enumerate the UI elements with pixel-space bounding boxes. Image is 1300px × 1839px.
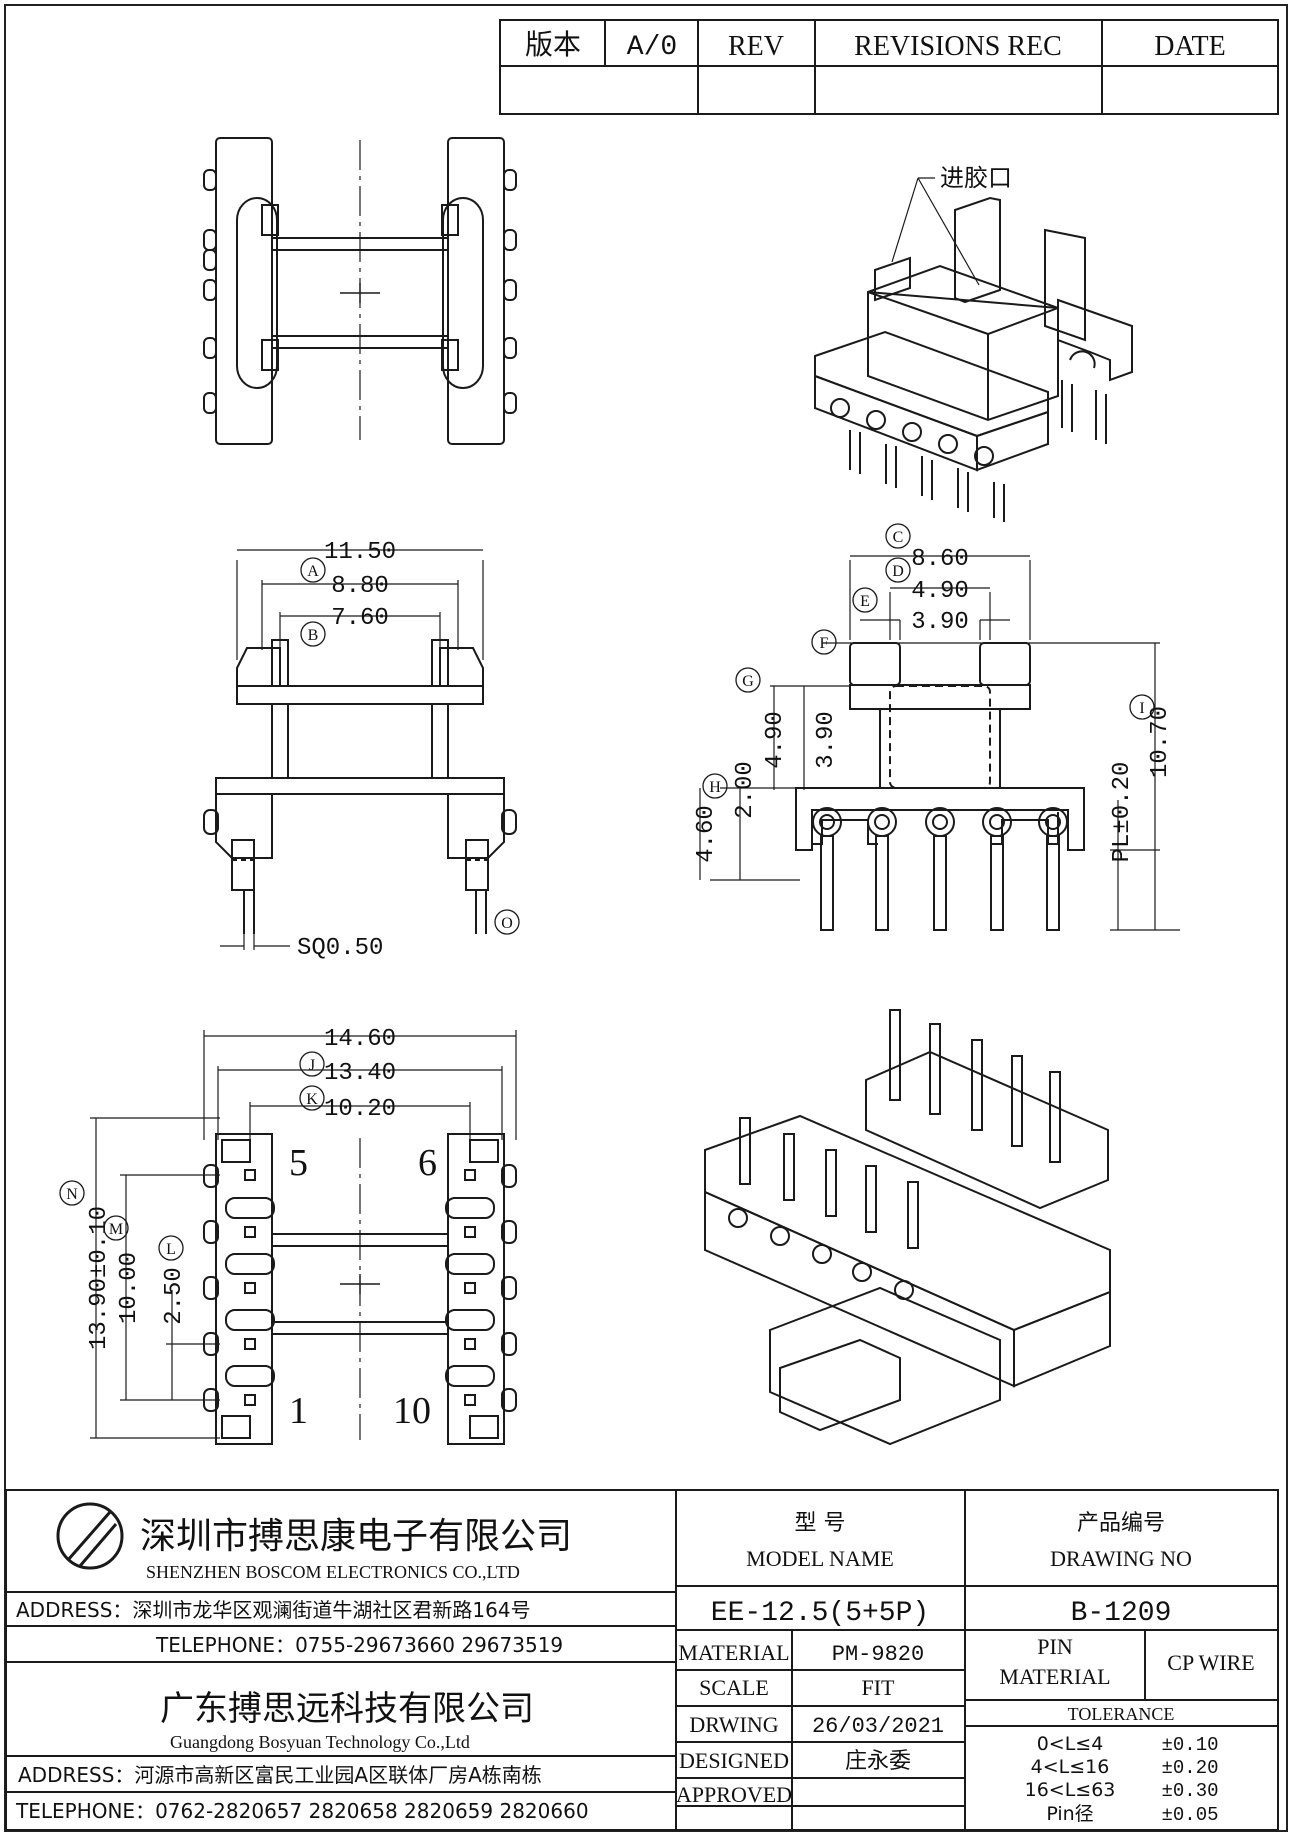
company-telephone-1: TELEPHONE：0755-29673660 29673519 (155, 1633, 563, 1657)
pin-material-label-1: PIN (1037, 1634, 1073, 1659)
company2-name-en: Guangdong Bosyuan Technology Co.,Ltd (170, 1732, 470, 1752)
dim-j: 13.40 (324, 1060, 396, 1087)
dim-g: 4.90 (762, 711, 789, 769)
dim-a: 8.80 (331, 573, 389, 600)
letter-c: C (893, 529, 904, 546)
tolerance-label: TOLERANCE (1068, 1704, 1175, 1724)
company-name-en: SHENZHEN BOSCOM ELECTRONICS CO.,LTD (146, 1562, 520, 1582)
version-value: A/0 (627, 32, 677, 63)
model-value: EE-12.5(5+5P) (711, 1598, 929, 1629)
pin-label-1: 1 (289, 1390, 308, 1432)
gate-callout: 进胶口 (940, 164, 1012, 192)
pin-material-label-2: MATERIAL (999, 1664, 1110, 1689)
letter-b: B (308, 627, 319, 644)
company-telephone-2: TELEPHONE：0762-2820657 2820658 2820659 2… (15, 1799, 589, 1823)
letter-h: H (709, 779, 721, 796)
drawing-no-cn: 产品编号 (1077, 1511, 1165, 1536)
dim-e: 3.90 (911, 609, 969, 636)
designed-label: DESIGNED (679, 1748, 789, 1773)
letter-d: D (892, 563, 904, 580)
pin-label-6: 6 (418, 1142, 437, 1184)
iso-view-bottom (704, 1009, 1111, 1446)
tolerance-range-3: 16<L≤63 (1025, 1779, 1116, 1801)
dim-pl: PL±0.20 (1109, 762, 1136, 863)
dim-k: 10.20 (324, 1096, 396, 1123)
title-block (5, 1489, 1279, 1831)
material-label: MATERIAL (678, 1640, 789, 1665)
side-view (699, 555, 1180, 931)
material-value: PM-9820 (832, 1642, 924, 1667)
company-name-cn: 深圳市搏思康电子有限公司 (140, 1516, 572, 1557)
letter-m: M (109, 1221, 123, 1238)
revision-table (499, 19, 1279, 115)
drawing-no-en: DRAWING NO (1050, 1546, 1192, 1571)
pin-label-5: 5 (289, 1142, 308, 1184)
letter-n: N (66, 1186, 78, 1203)
tolerance-range-2: 4<L≤16 (1031, 1756, 1110, 1778)
designer-name: 庄永委 (845, 1749, 911, 1774)
dim-l: 2.50 (161, 1267, 188, 1325)
iso-view-top (814, 177, 1133, 522)
tolerance-value-2: ±0.20 (1161, 1757, 1218, 1779)
tolerance-range-4: Pin径 (1046, 1803, 1093, 1825)
pin-material-value: CP WIRE (1167, 1650, 1254, 1675)
drawing-label: DRWING (689, 1712, 778, 1737)
letter-i: I (1139, 700, 1144, 717)
revisions-label: REVISIONS REC (854, 31, 1062, 62)
drawing-no-value: B-1209 (1071, 1598, 1172, 1629)
model-name-cn: 型 号 (795, 1511, 846, 1536)
tolerance-range-1: 0<L≤4 (1037, 1733, 1104, 1755)
pin-label-10: 10 (393, 1390, 431, 1432)
letter-e: E (860, 593, 870, 610)
letter-j: J (309, 1057, 315, 1074)
date-label: DATE (1154, 31, 1226, 62)
dim-i: 10.70 (1147, 706, 1174, 778)
letter-o: O (501, 915, 513, 932)
letter-callouts (59, 523, 1155, 1261)
dim-n: 13.90±0.10 (86, 1206, 113, 1350)
dim-14-60: 14.60 (324, 1026, 396, 1053)
dim-b: 7.60 (331, 605, 389, 632)
tolerance-value-4: ±0.05 (1161, 1804, 1218, 1826)
drawing-date: 26/03/2021 (812, 1714, 944, 1739)
scale-value: FIT (862, 1675, 896, 1700)
top-view (203, 137, 517, 445)
company2-name-cn: 广东搏思远科技有限公司 (160, 1689, 534, 1729)
tolerance-value-3: ±0.30 (1161, 1780, 1218, 1802)
model-name-en: MODEL NAME (746, 1546, 894, 1571)
company-address-2: ADDRESS：河源市高新区富民工业园A区联体厂房A栋南栋 (18, 1763, 542, 1787)
dim-g2: 3.90 (813, 711, 840, 769)
dim-d: 4.90 (911, 578, 969, 605)
letter-k: K (306, 1091, 318, 1108)
version-label: 版本 (525, 28, 581, 61)
dim-c: 8.60 (911, 546, 969, 573)
dim-h2: 4.60 (693, 805, 720, 863)
dim-h: 2.00 (732, 761, 759, 819)
letter-g: G (742, 673, 754, 690)
company-address-1: ADDRESS：深圳市龙华区观澜街道牛湖社区君新路164号 (16, 1598, 531, 1622)
approved-label: APPROVED (676, 1782, 792, 1807)
dim-m: 10.00 (116, 1252, 143, 1324)
scale-label: SCALE (699, 1675, 769, 1700)
dim-11-50: 11.50 (324, 539, 396, 566)
letter-l: L (166, 1241, 176, 1258)
rev-label: REV (728, 31, 784, 62)
dim-o: SQ0.50 (297, 935, 383, 962)
front-view (203, 549, 517, 950)
letter-f: F (820, 635, 829, 652)
tolerance-value-1: ±0.10 (1161, 1734, 1218, 1756)
company-logo (56, 1502, 124, 1570)
bottom-view (90, 1030, 517, 1445)
letter-a: A (307, 563, 319, 580)
